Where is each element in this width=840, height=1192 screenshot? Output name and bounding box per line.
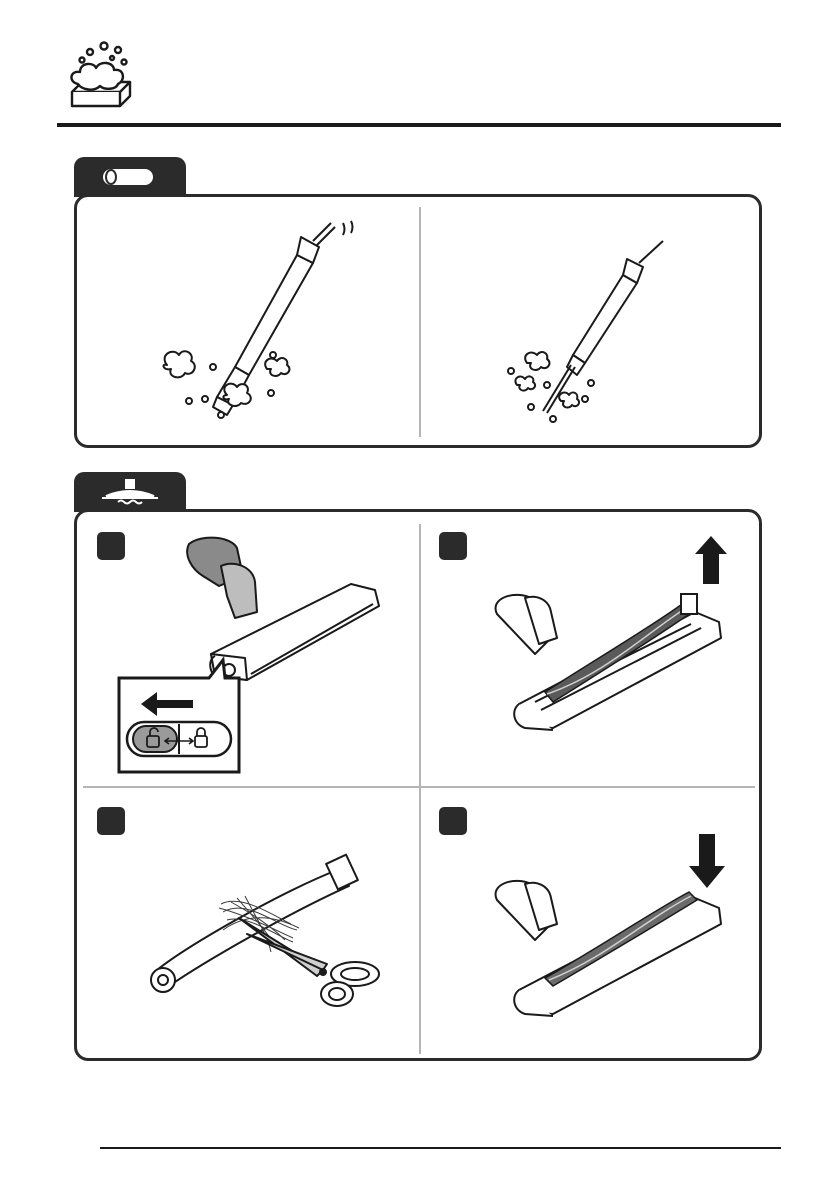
power-nozzle-icon xyxy=(98,478,162,506)
cutting-hair-from-brush xyxy=(127,842,417,1042)
soap-bubbles-icon xyxy=(60,38,140,114)
step-badge-2 xyxy=(439,532,467,560)
footer-rule xyxy=(100,1147,781,1149)
scissors-icon xyxy=(239,918,379,1006)
pipe-icon xyxy=(98,165,158,189)
lock-switch-icon xyxy=(127,722,231,756)
section-brush xyxy=(74,509,762,1061)
section-tab-brush xyxy=(74,472,186,512)
pipe-cleaning-right xyxy=(487,233,687,423)
arrow-up-icon xyxy=(695,536,727,584)
step-badge-3 xyxy=(97,807,125,835)
brush-roll-removal xyxy=(475,534,745,764)
nozzle-lock-release xyxy=(111,526,411,778)
step-badge-4 xyxy=(439,807,467,835)
section-divider-horizontal xyxy=(83,786,755,788)
pipe-cleaning-left xyxy=(117,215,407,435)
arrow-down-icon xyxy=(689,834,725,888)
brush-roll-insertion xyxy=(475,830,745,1050)
section-divider-vertical xyxy=(419,524,421,1054)
header-rule xyxy=(57,123,781,127)
section-pipe xyxy=(74,194,762,448)
section-divider xyxy=(419,207,421,437)
section-tab-pipe xyxy=(74,157,186,197)
